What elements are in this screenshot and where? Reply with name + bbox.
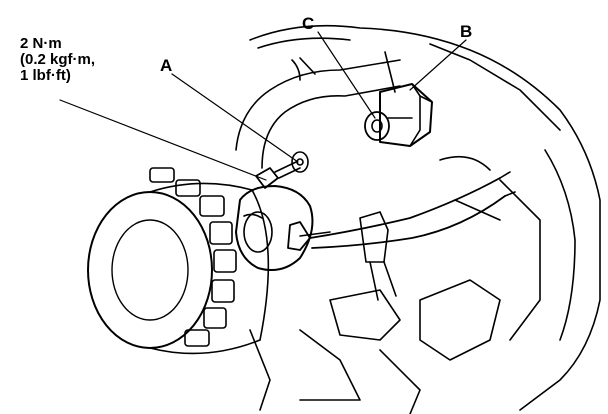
wire-harness	[309, 171, 516, 301]
leader-line-a	[171, 73, 299, 163]
torque-line-2: (0.2 kgf·m,	[20, 51, 96, 68]
callout-a-label: A	[160, 56, 173, 75]
leader-line-b	[409, 39, 467, 91]
oil-filter	[87, 167, 270, 355]
leader-line-c	[317, 31, 376, 119]
knock-sensor	[235, 185, 331, 271]
callout-b-label: B	[460, 22, 473, 41]
torque-spec-label: 2 N·m (0.2 kgf·m, 1 lbf·ft)	[20, 36, 95, 84]
mounting-bolt	[255, 151, 309, 189]
torque-line-3: 1 lbf·ft)	[20, 67, 71, 84]
callout-c-label: C	[302, 14, 315, 33]
engine-block	[249, 24, 601, 414]
leader-line-torque	[59, 99, 267, 181]
sensor-b	[364, 83, 433, 147]
leader-lines	[59, 31, 467, 181]
coolant-hose	[235, 51, 401, 169]
torque-line-1: 2 N·m	[20, 35, 62, 52]
